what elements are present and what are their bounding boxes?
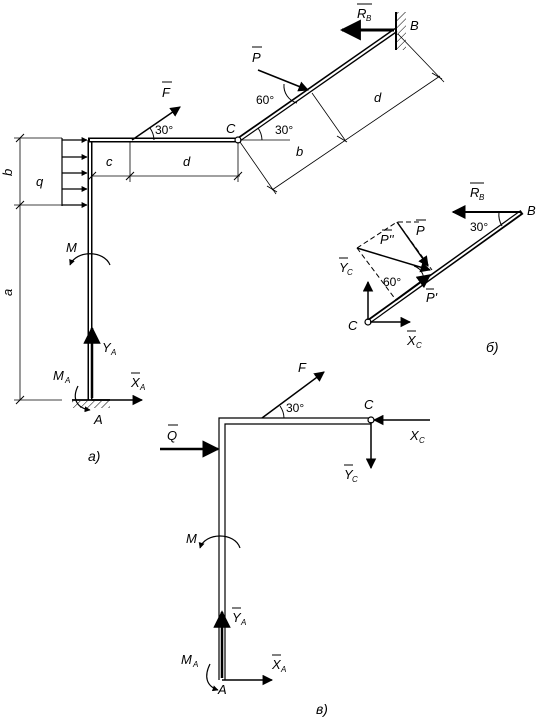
label-yc-b-sub: C bbox=[347, 268, 353, 277]
dim-d-inclined: d bbox=[374, 90, 382, 105]
label-yc-v: Y bbox=[344, 467, 354, 482]
wall-b bbox=[395, 12, 406, 50]
label-ya-v: Y bbox=[232, 610, 242, 625]
arrow-p-dprime bbox=[396, 221, 429, 267]
arc-30-f bbox=[149, 127, 155, 141]
label-ya: Y bbox=[102, 340, 112, 355]
arc-60-p bbox=[283, 83, 298, 104]
label-xa-v: X bbox=[271, 657, 282, 672]
dimension-cd bbox=[87, 142, 243, 182]
moment-m-a bbox=[69, 253, 111, 266]
dim-b-left: b bbox=[0, 169, 15, 176]
label-ya-sub: A bbox=[110, 348, 116, 357]
arrow-p-b bbox=[356, 247, 432, 273]
arrow-f-v bbox=[261, 371, 325, 419]
angle-30-c: 30° bbox=[275, 123, 293, 137]
label-f: F bbox=[162, 85, 171, 100]
dim-b-inclined: b bbox=[296, 144, 303, 159]
label-q: q bbox=[36, 174, 44, 189]
angle-30-v: 30° bbox=[286, 401, 304, 415]
label-p: P bbox=[252, 50, 261, 65]
angle-30-f: 30° bbox=[155, 123, 173, 137]
label-rb-sub: B bbox=[366, 14, 372, 23]
label-p-prime: P' bbox=[426, 290, 438, 305]
dim-d-lower: d bbox=[183, 154, 191, 169]
label-rb-b: R bbox=[470, 185, 479, 200]
label-xa: X bbox=[130, 375, 141, 390]
label-f-v: F bbox=[298, 360, 307, 375]
arc-30-b bbox=[498, 211, 503, 227]
label-a-fig-a: A bbox=[93, 412, 103, 427]
label-q-v: Q bbox=[167, 428, 177, 443]
arc-30-v bbox=[279, 405, 285, 419]
arc-60-b bbox=[413, 265, 425, 287]
caption-v: в) bbox=[316, 701, 328, 717]
rod-b bbox=[366, 209, 524, 325]
label-xc-v: X bbox=[409, 428, 420, 443]
label-c: C bbox=[226, 121, 236, 136]
label-m-a: M bbox=[66, 240, 77, 255]
label-xc-b: X bbox=[406, 333, 417, 348]
label-b: B bbox=[410, 18, 419, 33]
arrow-f bbox=[131, 106, 181, 141]
dimension-inclined bbox=[239, 33, 445, 195]
label-rb: R bbox=[357, 6, 366, 21]
label-yc-v-sub: C bbox=[352, 475, 358, 484]
label-ma-v: M bbox=[181, 652, 192, 667]
rod-cb bbox=[236, 27, 398, 143]
dim-c: c bbox=[106, 154, 113, 169]
label-xc-v-sub: C bbox=[419, 436, 425, 445]
arrow-p bbox=[257, 69, 309, 92]
arrow-p-prime bbox=[395, 274, 432, 301]
dimension-left bbox=[14, 133, 62, 405]
label-m-v: M bbox=[186, 531, 197, 546]
moment-m-v bbox=[198, 535, 241, 549]
label-a-v: A bbox=[217, 682, 227, 697]
label-xa-sub: A bbox=[139, 383, 145, 392]
label-ma: M bbox=[53, 368, 64, 383]
frame-v bbox=[218, 417, 371, 680]
moment-ma-v bbox=[206, 663, 219, 692]
arc-30-c bbox=[257, 127, 263, 141]
label-yc-b: Y bbox=[339, 260, 349, 275]
label-xa-v-sub: A bbox=[280, 665, 286, 674]
label-b-b: B bbox=[527, 203, 536, 218]
label-ma-v-sub: A bbox=[192, 660, 198, 669]
caption-b: б) bbox=[486, 339, 499, 355]
label-p-dprime: P'' bbox=[380, 232, 394, 247]
distributed-load-q bbox=[61, 137, 88, 208]
angle-60-b: 60° bbox=[383, 275, 401, 289]
label-ma-sub: A bbox=[64, 376, 70, 385]
label-p-b: P bbox=[416, 223, 425, 238]
figure-a: C B R B P 60° 30° F 30° bbox=[0, 3, 445, 464]
caption-a: а) bbox=[88, 448, 100, 464]
figure-v: C F 30° Q X C Y C M Y A X A M bbox=[160, 360, 430, 717]
label-xc-b-sub: C bbox=[416, 341, 422, 350]
figure-b: C B R B 30° P P'' P' 60° Y C X bbox=[339, 182, 536, 355]
moment-ma bbox=[74, 385, 91, 413]
label-ya-v-sub: A bbox=[240, 618, 246, 627]
angle-30-b: 30° bbox=[470, 220, 488, 234]
angle-60-p: 60° bbox=[256, 93, 274, 107]
label-c-v: C bbox=[364, 397, 374, 412]
dim-a-left: a bbox=[0, 289, 15, 296]
label-c-b: C bbox=[348, 318, 358, 333]
label-rb-b-sub: B bbox=[479, 193, 485, 202]
